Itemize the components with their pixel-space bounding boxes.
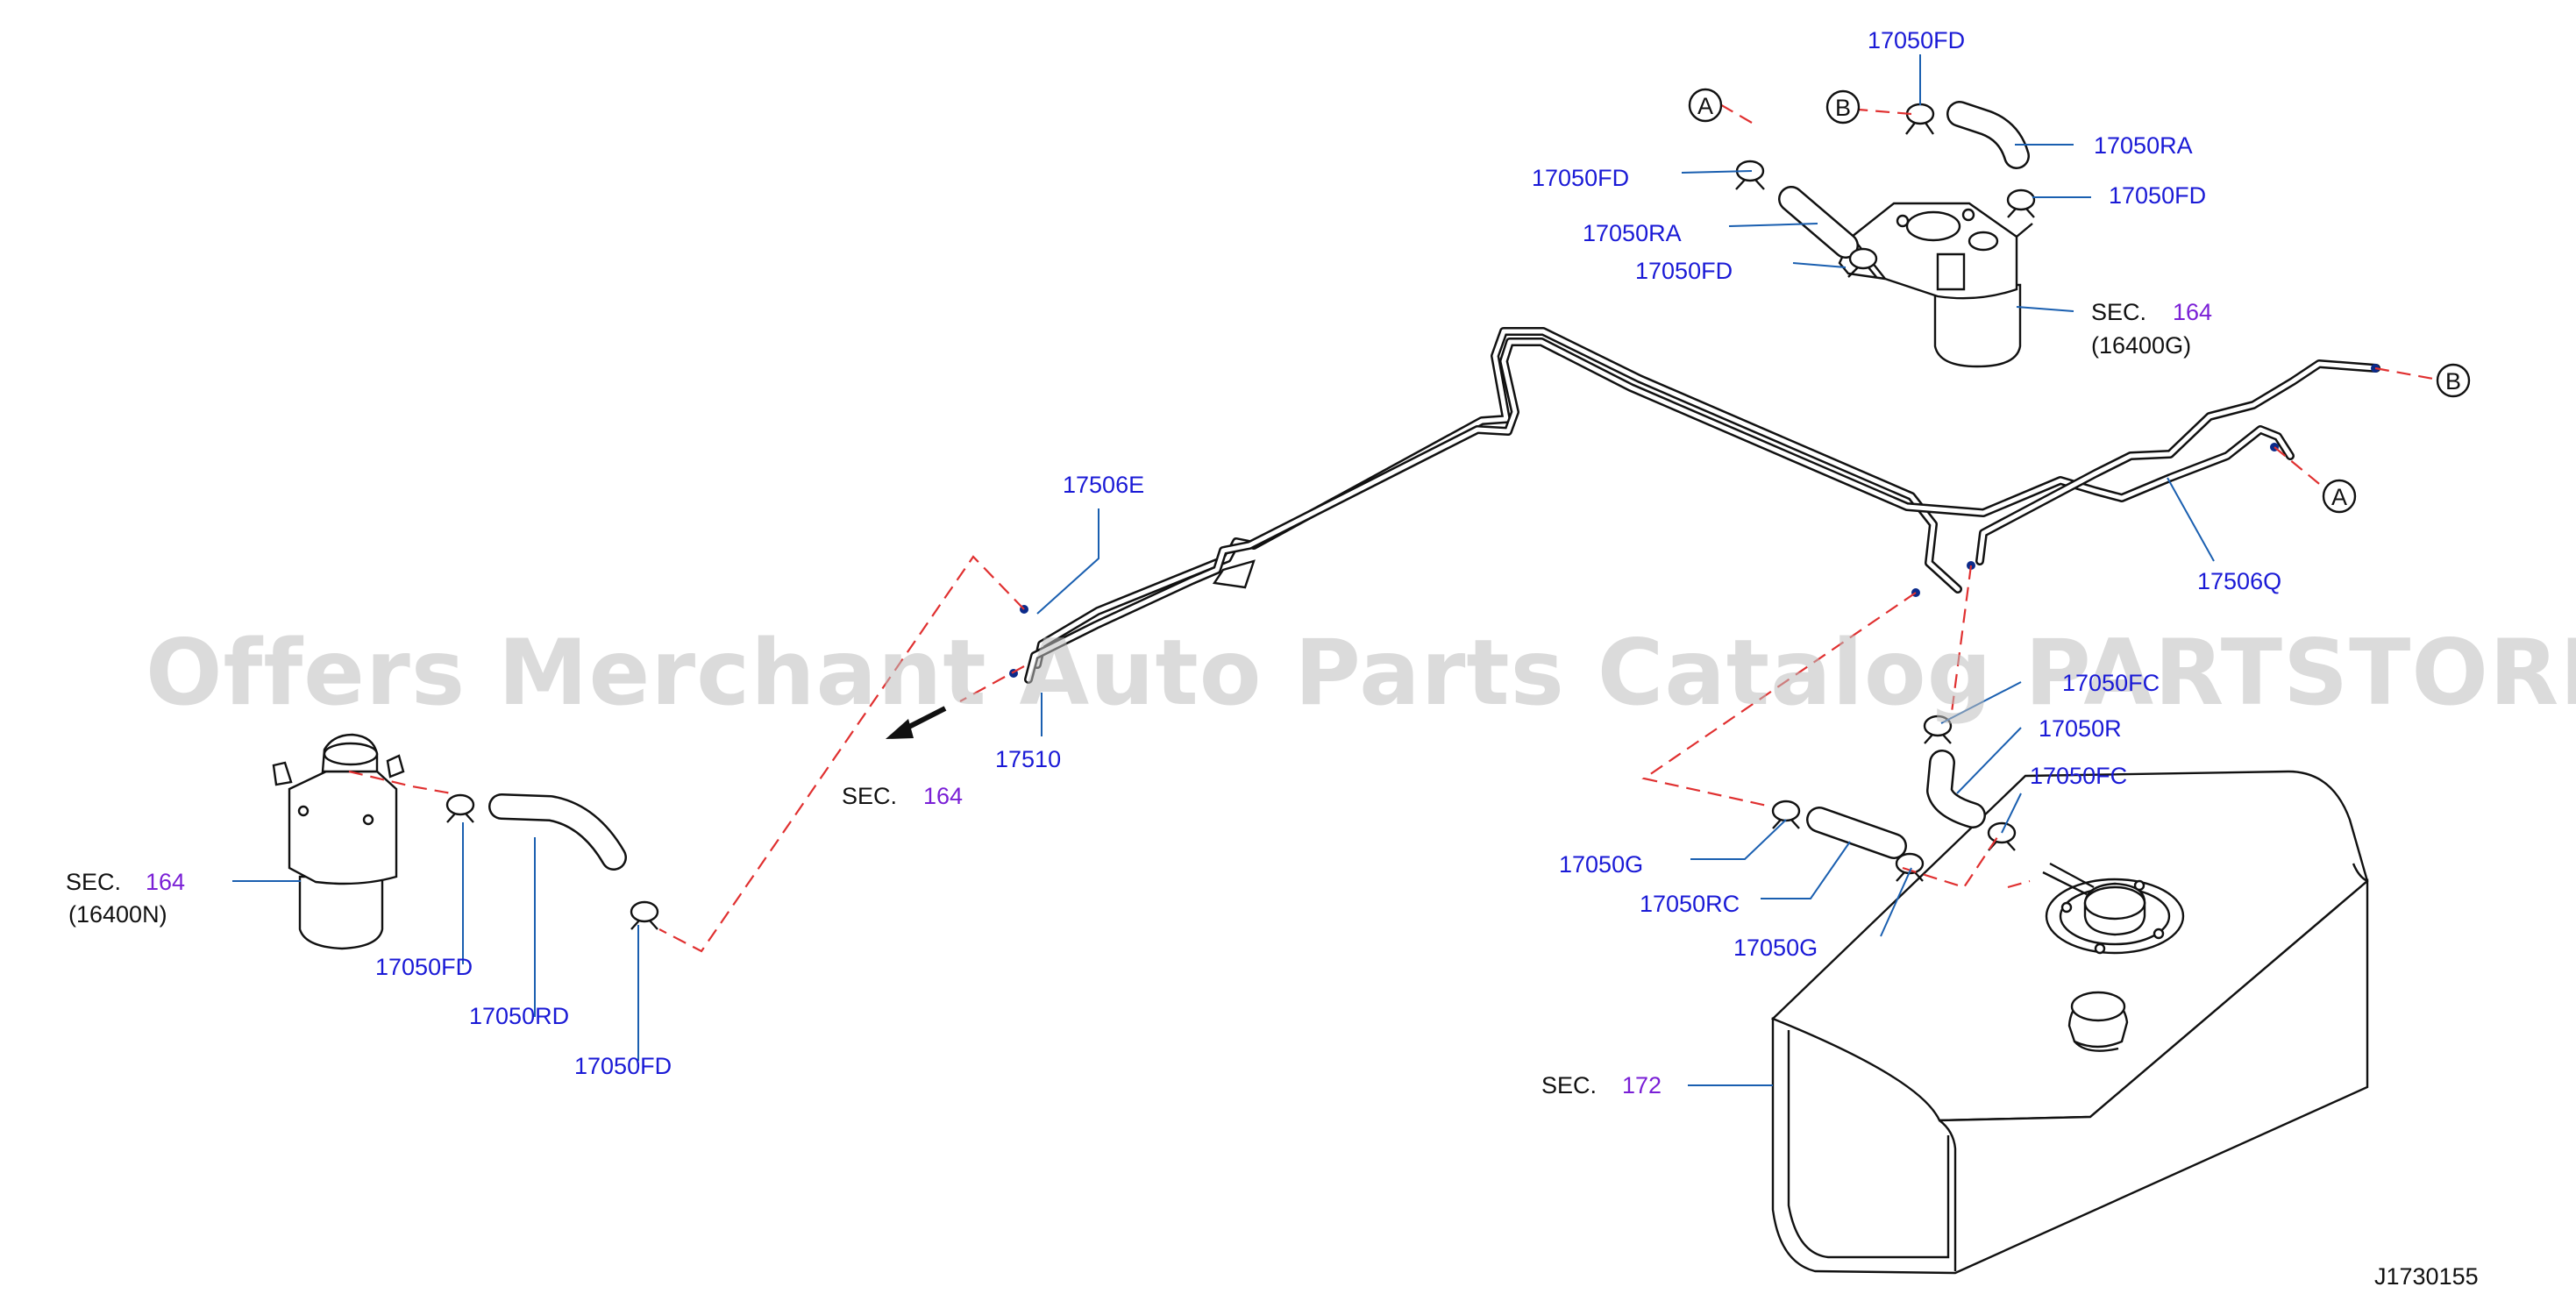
label-sec-172-tank[interactable]: SEC. 172 [1541,1072,1662,1098]
svg-text:164: 164 [2173,299,2212,325]
clamp-17050FD-right-upper[interactable] [2006,188,2036,218]
label-17050FD-left-2[interactable]: 17050FD [574,1053,672,1079]
callout-a-right[interactable]: A [2322,479,2357,514]
clamp-17050FD-left-1[interactable] [445,793,475,823]
label-sec-164-16400G[interactable]: SEC. 164 (16400G) [2091,299,2212,359]
label-17050G-left[interactable]: 17050G [1559,851,1643,878]
leader-lines [232,54,2215,1086]
label-17050RC[interactable]: 17050RC [1640,891,1740,917]
fuel-tank[interactable] [1770,770,2369,1275]
filler-neck[interactable] [2067,991,2129,1052]
clamp-17050G-left[interactable] [1771,800,1801,829]
callout-b-left[interactable]: B [1825,89,1861,124]
label-17510[interactable]: 17510 [995,746,1061,772]
svg-text:A: A [2331,484,2347,510]
fuel-pipe-17506Q[interactable] [1024,338,2295,684]
callout-b-right[interactable]: B [2436,363,2471,398]
svg-text:172: 172 [1622,1072,1662,1098]
svg-text:B: B [1835,95,1851,121]
label-sec-164-arrow[interactable]: SEC. 164 [842,783,963,809]
fuel-pipe-return[interactable] [1975,359,2380,565]
fuel-sender-unit[interactable] [2042,862,2185,955]
hose-17050RA-mid[interactable] [1778,186,1859,259]
svg-text:164: 164 [146,869,185,895]
label-17050FC-upper[interactable]: 17050FC [2062,670,2160,696]
label-17050FD-top[interactable]: 17050FD [1868,27,1965,53]
svg-text:SEC.: SEC. [842,783,897,809]
svg-text:A: A [1697,93,1713,119]
label-sec-164-16400N[interactable]: SEC. 164 (16400N) [66,869,185,928]
svg-text:(16400N): (16400N) [68,901,167,928]
fuel-filter-16400N[interactable] [272,733,405,950]
svg-text:164: 164 [923,783,963,809]
svg-text:SEC.: SEC. [2091,299,2146,325]
label-17506E[interactable]: 17506E [1063,472,1144,498]
clamp-17050FD-left-upper[interactable] [1735,160,1765,190]
fuel-filter-16400G[interactable] [1838,202,2033,368]
svg-text:SEC.: SEC. [1541,1072,1597,1098]
label-17050G-lower[interactable]: 17050G [1733,935,1818,961]
svg-text:B: B [2445,368,2461,395]
dashed-connectors [348,103,2434,953]
label-17050FD-left-1[interactable]: 17050FD [375,954,473,980]
label-17050FD-mid[interactable]: 17050FD [1635,258,1733,284]
clamp-17050FD-mid[interactable] [1847,247,1878,278]
fuel-pipe-17506E[interactable] [1033,327,1962,669]
label-17506Q[interactable]: 17506Q [2197,568,2281,594]
hose-17050RD[interactable] [488,793,627,871]
clamp-17050FD-left-2[interactable] [630,900,659,930]
callout-a-left[interactable]: A [1688,88,1723,123]
label-17050FD-right-upper[interactable]: 17050FD [2109,182,2206,209]
hose-17050RC[interactable] [1806,807,1907,859]
label-17050RD[interactable]: 17050RD [469,1003,569,1029]
diagram-id: J1730155 [2374,1263,2479,1290]
section-arrow-164[interactable] [886,706,947,739]
hose-17050RA-top[interactable] [1946,101,2030,169]
label-17050FC-lower[interactable]: 17050FC [2030,763,2127,789]
clamp-17050G-lower[interactable] [1895,852,1925,882]
hose-17050R[interactable] [1926,750,1986,828]
svg-text:(16400G): (16400G) [2091,332,2191,359]
clamp-17050FD-top[interactable] [1905,103,1935,135]
label-17050FD-left-upper[interactable]: 17050FD [1532,165,1629,191]
svg-text:SEC.: SEC. [66,869,121,895]
label-17050R[interactable]: 17050R [2039,715,2122,742]
watermark-text: Offers Merchant Auto Parts Catalog PARTS… [146,621,2576,726]
label-17050RA-top[interactable]: 17050RA [2094,132,2193,159]
label-17050RA-mid[interactable]: 17050RA [1583,220,1682,246]
